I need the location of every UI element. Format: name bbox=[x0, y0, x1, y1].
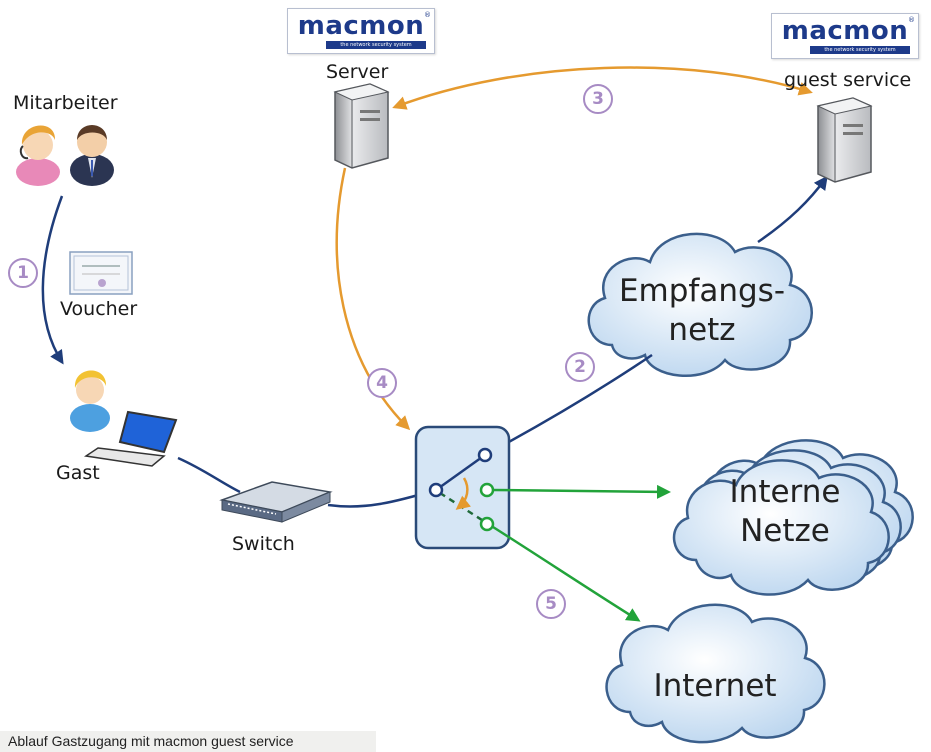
label-guest-service: guest service bbox=[784, 69, 912, 91]
label-mitarbeiter: Mitarbeiter bbox=[13, 92, 118, 114]
label-voucher: Voucher bbox=[60, 298, 138, 320]
label-empfangsnetz-line2: netz bbox=[668, 311, 736, 348]
registered-mark: ® bbox=[424, 11, 431, 19]
arrow-step3 bbox=[392, 66, 813, 110]
label-interne-netze: Interne Netze bbox=[700, 473, 870, 551]
macmon-logo-server: macmon the network security system ® bbox=[287, 8, 435, 54]
label-gast: Gast bbox=[56, 462, 100, 484]
label-internet: Internet bbox=[653, 668, 777, 704]
label-switch: Switch bbox=[232, 533, 295, 555]
step-marker-5: 5 bbox=[536, 589, 566, 619]
label-server: Server bbox=[326, 61, 389, 83]
link-empfangsnetz-guest bbox=[757, 175, 828, 244]
step-marker-1: 1 bbox=[8, 258, 38, 288]
arrow-step1 bbox=[41, 195, 64, 365]
label-interne-line1: Interne bbox=[729, 474, 841, 510]
cloud-internet bbox=[605, 603, 826, 744]
label-empfangsnetz: Empfangs- netz bbox=[612, 272, 792, 350]
label-empfangsnetz-line1: Empfangs- bbox=[618, 273, 786, 309]
logo-word: macmon bbox=[297, 11, 425, 41]
logo-word: macmon bbox=[781, 16, 909, 46]
logo-tagline-bar: the network security system bbox=[810, 46, 910, 54]
gateway-box bbox=[414, 425, 511, 550]
server-icon bbox=[333, 83, 390, 169]
voucher-icon bbox=[69, 251, 133, 295]
logo-tagline: the network security system bbox=[824, 47, 896, 53]
arrow-step5 bbox=[492, 525, 641, 622]
step-marker-4: 4 bbox=[367, 368, 397, 398]
link-gateway-interne bbox=[492, 484, 671, 499]
registered-mark: ® bbox=[908, 16, 915, 24]
laptop-icon bbox=[83, 410, 178, 467]
switch-icon bbox=[219, 481, 333, 523]
logo-tagline: the network security system bbox=[340, 42, 412, 48]
link-laptop-switch bbox=[177, 456, 241, 494]
cloud-empfangsnetz bbox=[587, 232, 813, 378]
step-marker-3: 3 bbox=[583, 84, 613, 114]
logo-tagline-bar: the network security system bbox=[326, 41, 426, 49]
mitarbeiter-icon bbox=[16, 125, 114, 186]
cloud-interne-netze bbox=[672, 439, 914, 596]
gast-icon bbox=[70, 370, 110, 432]
macmon-logo-guest: macmon the network security system ® bbox=[771, 13, 919, 59]
figure-caption: Ablauf Gastzugang mit macmon guest servi… bbox=[0, 731, 376, 752]
arrow-step4 bbox=[335, 167, 411, 431]
label-interne-line2: Netze bbox=[740, 512, 830, 549]
guest-server-icon bbox=[816, 97, 873, 183]
step-marker-2: 2 bbox=[565, 352, 595, 382]
